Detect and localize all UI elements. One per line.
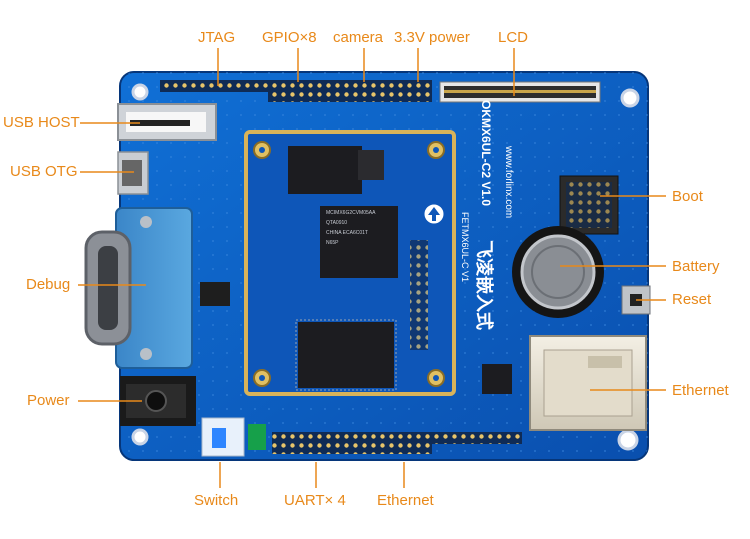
label-usb-otg: USB OTG <box>10 163 78 180</box>
label-ethernet-header: Ethernet <box>377 492 434 509</box>
camera-header <box>324 80 404 102</box>
svg-text:N65P: N65P <box>326 240 339 246</box>
leader-lines <box>78 48 666 488</box>
brand-logo-text: 飞凌嵌入式 <box>474 240 495 330</box>
svg-text:MCIMX6G2CVM05AA: MCIMX6G2CVM05AA <box>326 210 376 216</box>
uart-header <box>272 432 360 454</box>
label-boot: Boot <box>672 188 703 205</box>
label-reset: Reset <box>672 291 712 308</box>
led <box>248 424 266 450</box>
lcd-connector <box>439 81 601 103</box>
silkscreen: OKMX6UL-C2 V1.0 www.forlinx.com FETMX6UL… <box>460 100 514 330</box>
ethernet-rj45 <box>529 335 647 431</box>
extra-header <box>432 432 522 444</box>
ethernet-phy-chip <box>482 364 512 394</box>
battery-holder <box>512 226 604 318</box>
debug-db9-connector <box>84 207 193 369</box>
som-module: MCIMX6G2CVM05AA QTA0910 CHINA ECA6C01T N… <box>244 130 456 396</box>
boot-dip-switch <box>559 175 619 235</box>
ethernet-header <box>360 432 432 454</box>
label-battery: Battery <box>672 258 720 275</box>
mounting-holes <box>131 83 640 451</box>
label-switch: Switch <box>194 492 239 509</box>
label-uart: UART× 4 <box>284 492 346 509</box>
som-model-text: FETMX6UL-C V1 <box>460 212 470 282</box>
label-jtag: JTAG <box>198 29 236 46</box>
power-switch <box>201 417 245 457</box>
label-ethernet-port: Ethernet <box>672 382 729 399</box>
label-usb-host: USB HOST <box>3 114 80 131</box>
svg-text:CHINA ECA6C01T: CHINA ECA6C01T <box>326 230 368 236</box>
label-lcd: LCD <box>498 29 529 46</box>
svg-text:QTA0910: QTA0910 <box>326 220 347 226</box>
website-text: www.forlinx.com <box>503 145 514 218</box>
label-gpio: GPIO×8 <box>262 29 317 46</box>
jtag-header <box>160 80 268 92</box>
regulator <box>200 282 230 306</box>
power-jack <box>120 376 196 426</box>
label-3v3-power: 3.3V power <box>394 29 470 46</box>
label-power: Power <box>27 392 70 409</box>
power33-header <box>404 80 432 102</box>
label-debug: Debug <box>26 276 71 293</box>
usb-host-port <box>117 103 217 141</box>
gpio-header <box>268 80 324 102</box>
board-model-text: OKMX6UL-C2 V1.0 <box>479 100 493 206</box>
label-camera: camera <box>333 29 384 46</box>
usb-otg-port <box>117 151 149 195</box>
